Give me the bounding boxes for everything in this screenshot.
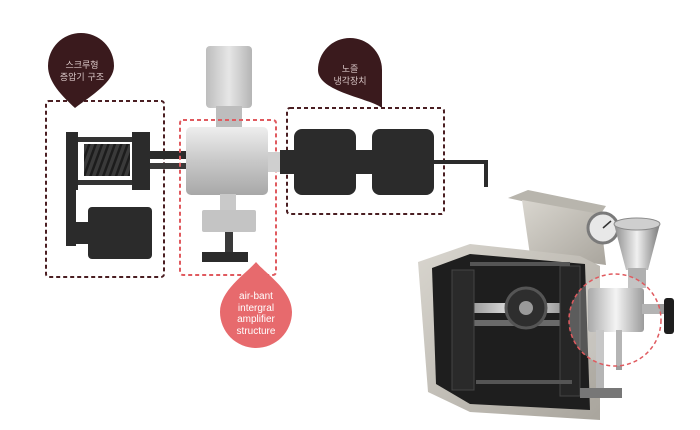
steel-block — [588, 288, 644, 332]
cooling-callout-line1: 노즐 — [341, 65, 359, 75]
cooling-unit-1 — [294, 129, 356, 195]
cooling-callout-line2: 냉각장치 — [333, 77, 367, 87]
amplifier-callout-line2: intergral — [237, 302, 275, 314]
amplifier-callout-line4: structure — [236, 325, 276, 337]
machine-gear-hub — [519, 301, 533, 315]
gauge-needle — [602, 220, 612, 229]
amplifier-stem — [220, 194, 236, 212]
screw-callout-pin — [48, 33, 114, 108]
steel-lower-rod-2 — [616, 330, 622, 370]
machine-side-plate — [451, 269, 475, 391]
amplifier-rod — [225, 232, 233, 252]
machine-rail — [470, 262, 570, 266]
booster-rod-bottom — [78, 180, 132, 185]
steel-base — [580, 388, 622, 398]
booster-shaft — [150, 151, 188, 159]
cooling-callout-label: 노즐 냉각장치 — [320, 64, 380, 88]
booster-motor-flange — [66, 222, 90, 244]
booster-screw — [84, 144, 130, 176]
hopper-neck — [216, 106, 242, 128]
machine-photo — [418, 190, 674, 420]
nozzle-pipe — [434, 160, 488, 187]
steel-hopper — [614, 224, 660, 270]
amplifier-callout-pin — [220, 262, 292, 348]
booster-link-bar — [66, 186, 76, 246]
booster-frame-right — [132, 132, 150, 190]
screw-callout-label: 스크루형 증압기 구조 — [52, 60, 112, 84]
cooling-unit-2 — [372, 129, 434, 195]
screw-callout-line2: 증압기 구조 — [59, 73, 105, 83]
steel-hopper-rim — [613, 217, 661, 231]
barrel-connector — [280, 150, 298, 174]
amplifier-block — [186, 127, 268, 195]
amplifier-plate — [202, 210, 256, 232]
amplifier-callout-label: air-bant intergral amplifier structure — [220, 291, 292, 337]
hopper-body — [206, 46, 252, 108]
booster-shaft-2 — [150, 163, 188, 169]
machine-lid-panel — [522, 200, 606, 265]
amplifier-group — [179, 46, 277, 276]
amplifier-foot — [202, 252, 248, 262]
screw-booster-dashed-box — [45, 100, 165, 278]
amplifier-dashed-box — [179, 119, 277, 276]
screw-callout-line1: 스크루형 — [65, 61, 99, 71]
booster-rod-top — [78, 137, 132, 142]
cooling-link — [354, 150, 374, 174]
amplifier-callout-line3: amplifier — [237, 314, 275, 325]
amplifier-callout-line1: air-bant — [239, 291, 273, 302]
screw-booster-group — [45, 100, 188, 278]
nozzle-cooling-group — [268, 107, 488, 215]
cooling-callout-pin — [318, 38, 382, 108]
booster-motor — [88, 207, 152, 259]
nozzle-highlight-circle — [568, 273, 662, 367]
nozzle-tip — [664, 298, 674, 334]
booster-frame-left — [66, 132, 78, 190]
steel-hopper-neck — [628, 268, 646, 288]
barrel-light — [268, 152, 282, 172]
steel-nozzle — [642, 304, 668, 314]
steel-lower-rod — [596, 330, 604, 390]
machine-rail-2 — [476, 380, 572, 384]
